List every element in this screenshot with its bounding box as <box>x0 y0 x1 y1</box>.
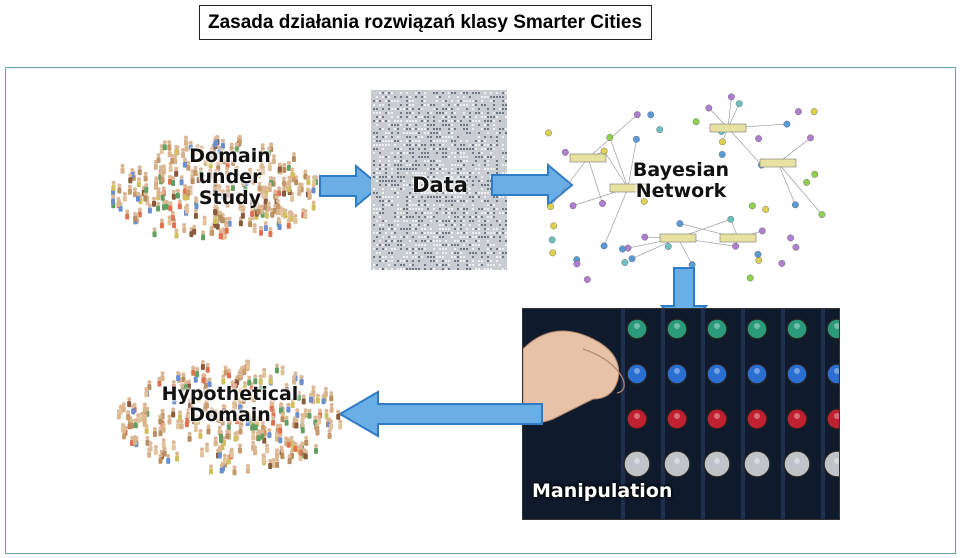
arrow-domain-to-data <box>318 164 382 208</box>
bayesian-network-label: Bayesian Network <box>632 159 730 202</box>
data-matrix-image <box>371 90 507 270</box>
hypothetical-crowd-image <box>110 355 350 480</box>
hypothetical-domain-label: Hypothetical Domain <box>161 383 299 426</box>
domain-crowd-image <box>100 130 330 250</box>
bayesian-network-image <box>528 88 840 288</box>
arrow-manipulation-to-hypothetical <box>338 390 544 438</box>
manipulation-mixer-image <box>522 308 840 520</box>
domain-under-study-label: Domain under Study <box>189 145 271 209</box>
data-label: Data <box>412 173 468 197</box>
diagram-title: Zasada działania rozwiązań klasy Smarter… <box>199 5 652 40</box>
arrow-data-to-network <box>490 163 574 207</box>
diagram-frame <box>5 67 956 554</box>
manipulation-label: Manipulation <box>532 480 673 502</box>
